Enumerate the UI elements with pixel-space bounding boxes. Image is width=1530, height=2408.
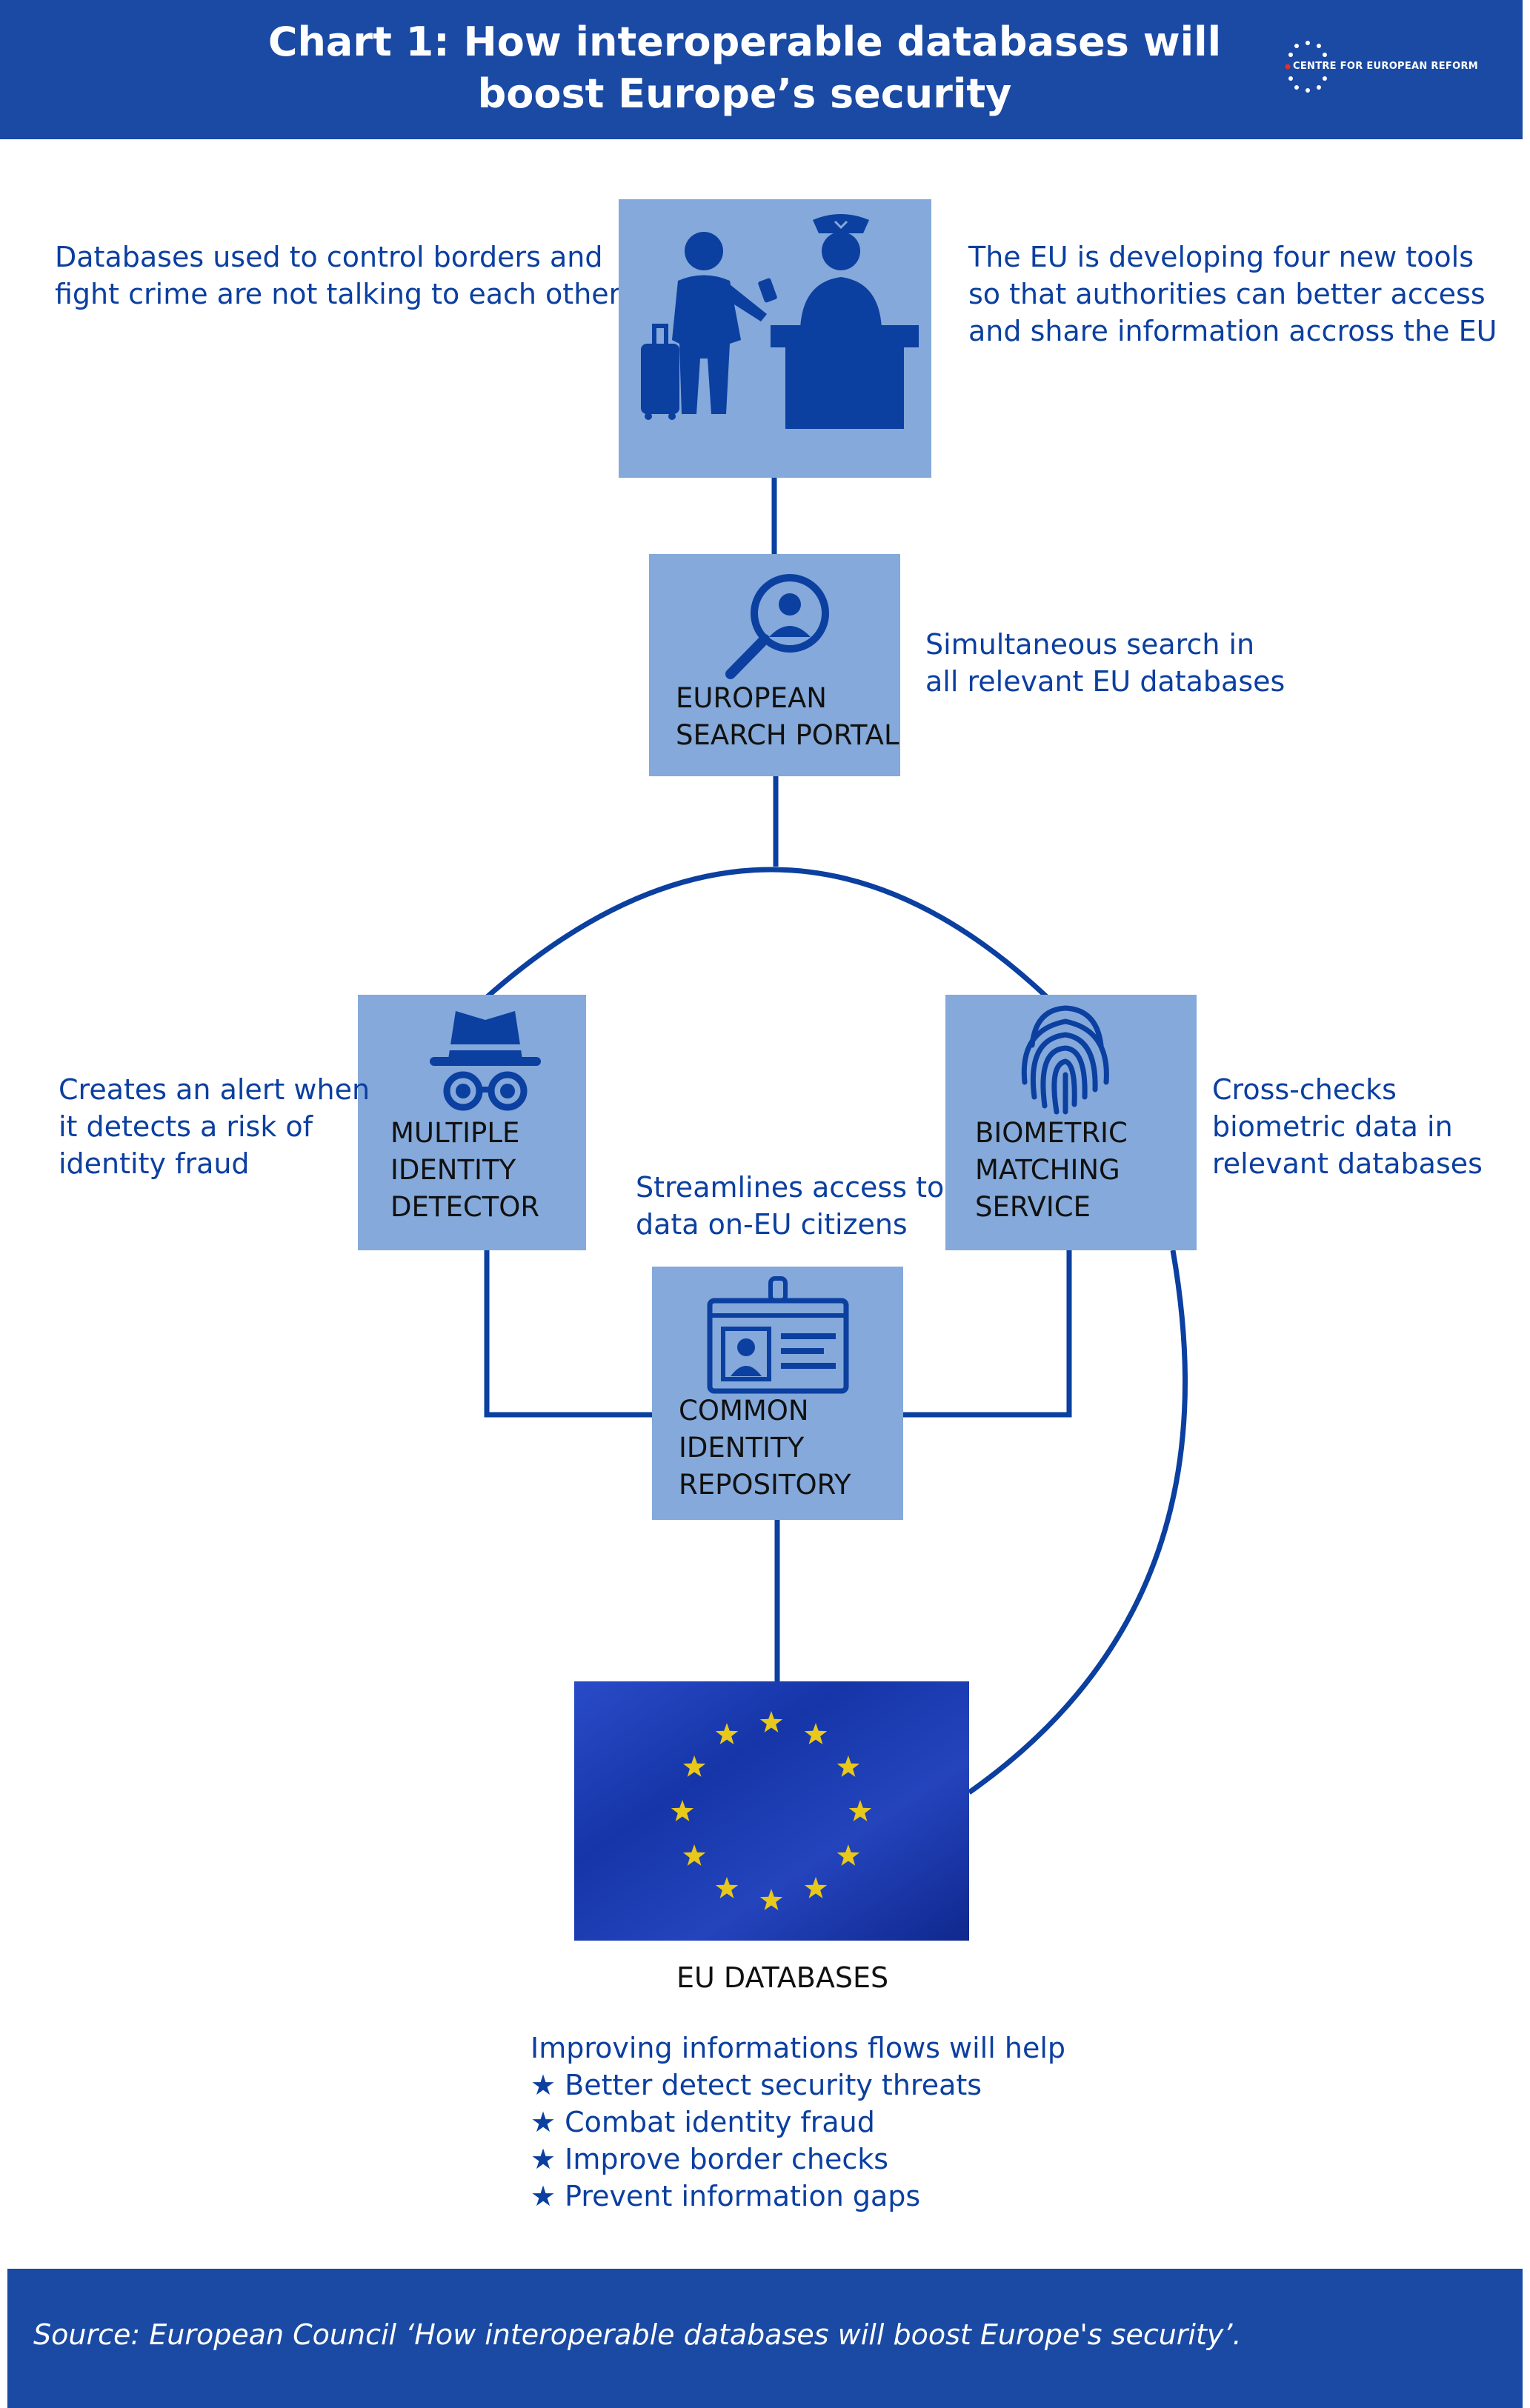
eu-star: [804, 1876, 828, 1898]
brand-name: CENTRE FOR EUROPEAN REFORM: [1293, 61, 1478, 72]
border-control-panel: [619, 199, 931, 478]
spy-disguise-icon: [430, 1011, 541, 1111]
benefit-item: ★ Better detect security threats: [530, 2069, 982, 2101]
search-magnifier-icon: [725, 574, 829, 679]
eu-star: [836, 1755, 860, 1777]
connector-detector-to-repository: [484, 1250, 653, 1418]
benefit-item: ★ Prevent information gaps: [530, 2180, 921, 2212]
identity-repository-box: COMMON IDENTITY REPOSITORY: [652, 1267, 903, 1520]
footer-banner: [7, 2269, 1523, 2408]
benefits-list: ★ Better detect security threats ★ Comba…: [530, 2067, 1065, 2215]
eu-star: [671, 1800, 694, 1821]
identity-repository-label: COMMON IDENTITY REPOSITORY: [679, 1395, 851, 1501]
benefit-item: ★ Improve border checks: [530, 2143, 889, 2175]
eu-star: [682, 1844, 706, 1866]
search-portal-description: Simultaneous search in all relevant EU d…: [925, 628, 1285, 698]
benefits-block: Improving informations flows will help ★…: [530, 2030, 1065, 2215]
eu-star: [759, 1711, 783, 1732]
eu-star: [804, 1723, 828, 1744]
eu-star: [715, 1876, 739, 1898]
eu-star: [715, 1723, 739, 1744]
border-control-icon: [641, 214, 919, 429]
intro-problem-text: Databases used to control borders and fi…: [55, 241, 621, 310]
connector-biometric-to-repository: [902, 1250, 1072, 1418]
id-card-icon: [707, 1276, 849, 1394]
identity-detector-description: Creates an alert when it detects a risk …: [59, 1073, 370, 1180]
connector-biometric-to-databases: [967, 1250, 1188, 1795]
biometric-service-description: Cross-checks biometric data in relevant …: [1212, 1073, 1483, 1180]
biometric-service-label: BIOMETRIC MATCHING SERVICE: [975, 1117, 1128, 1223]
biometric-service-box: BIOMETRIC MATCHING SERVICE: [945, 995, 1197, 1250]
eu-star: [848, 1800, 872, 1821]
intro-tools-text: The EU is developing four new tools so t…: [968, 241, 1497, 347]
connector-ring-arc: [483, 867, 1051, 1001]
eu-star: [759, 1889, 783, 1910]
eu-star: [682, 1755, 706, 1777]
benefit-item: ★ Combat identity fraud: [530, 2106, 875, 2138]
page-title: Chart 1: How interoperable databases wil…: [267, 19, 1222, 117]
eu-star: [836, 1844, 860, 1866]
source-note: Source: European Council ‘How interopera…: [33, 2318, 1242, 2351]
identity-repository-description: Streamlines access to data on-EU citizen…: [636, 1171, 945, 1241]
search-portal-label: EUROPEAN SEARCH PORTAL: [676, 682, 899, 751]
cer-logo-stars-icon: [1285, 41, 1327, 93]
identity-detector-label: MULTIPLE IDENTITY DETECTOR: [390, 1117, 540, 1223]
header-banner: [0, 0, 1523, 139]
benefits-intro: Improving informations flows will help: [530, 2032, 1066, 2064]
eu-databases-label: EU DATABASES: [676, 1961, 889, 1994]
fingerprint-icon: [1021, 1005, 1109, 1115]
search-portal-box: EUROPEAN SEARCH PORTAL: [649, 554, 900, 776]
identity-detector-box: MULTIPLE IDENTITY DETECTOR: [358, 995, 586, 1250]
eu-flag-icon: [574, 1681, 969, 1941]
